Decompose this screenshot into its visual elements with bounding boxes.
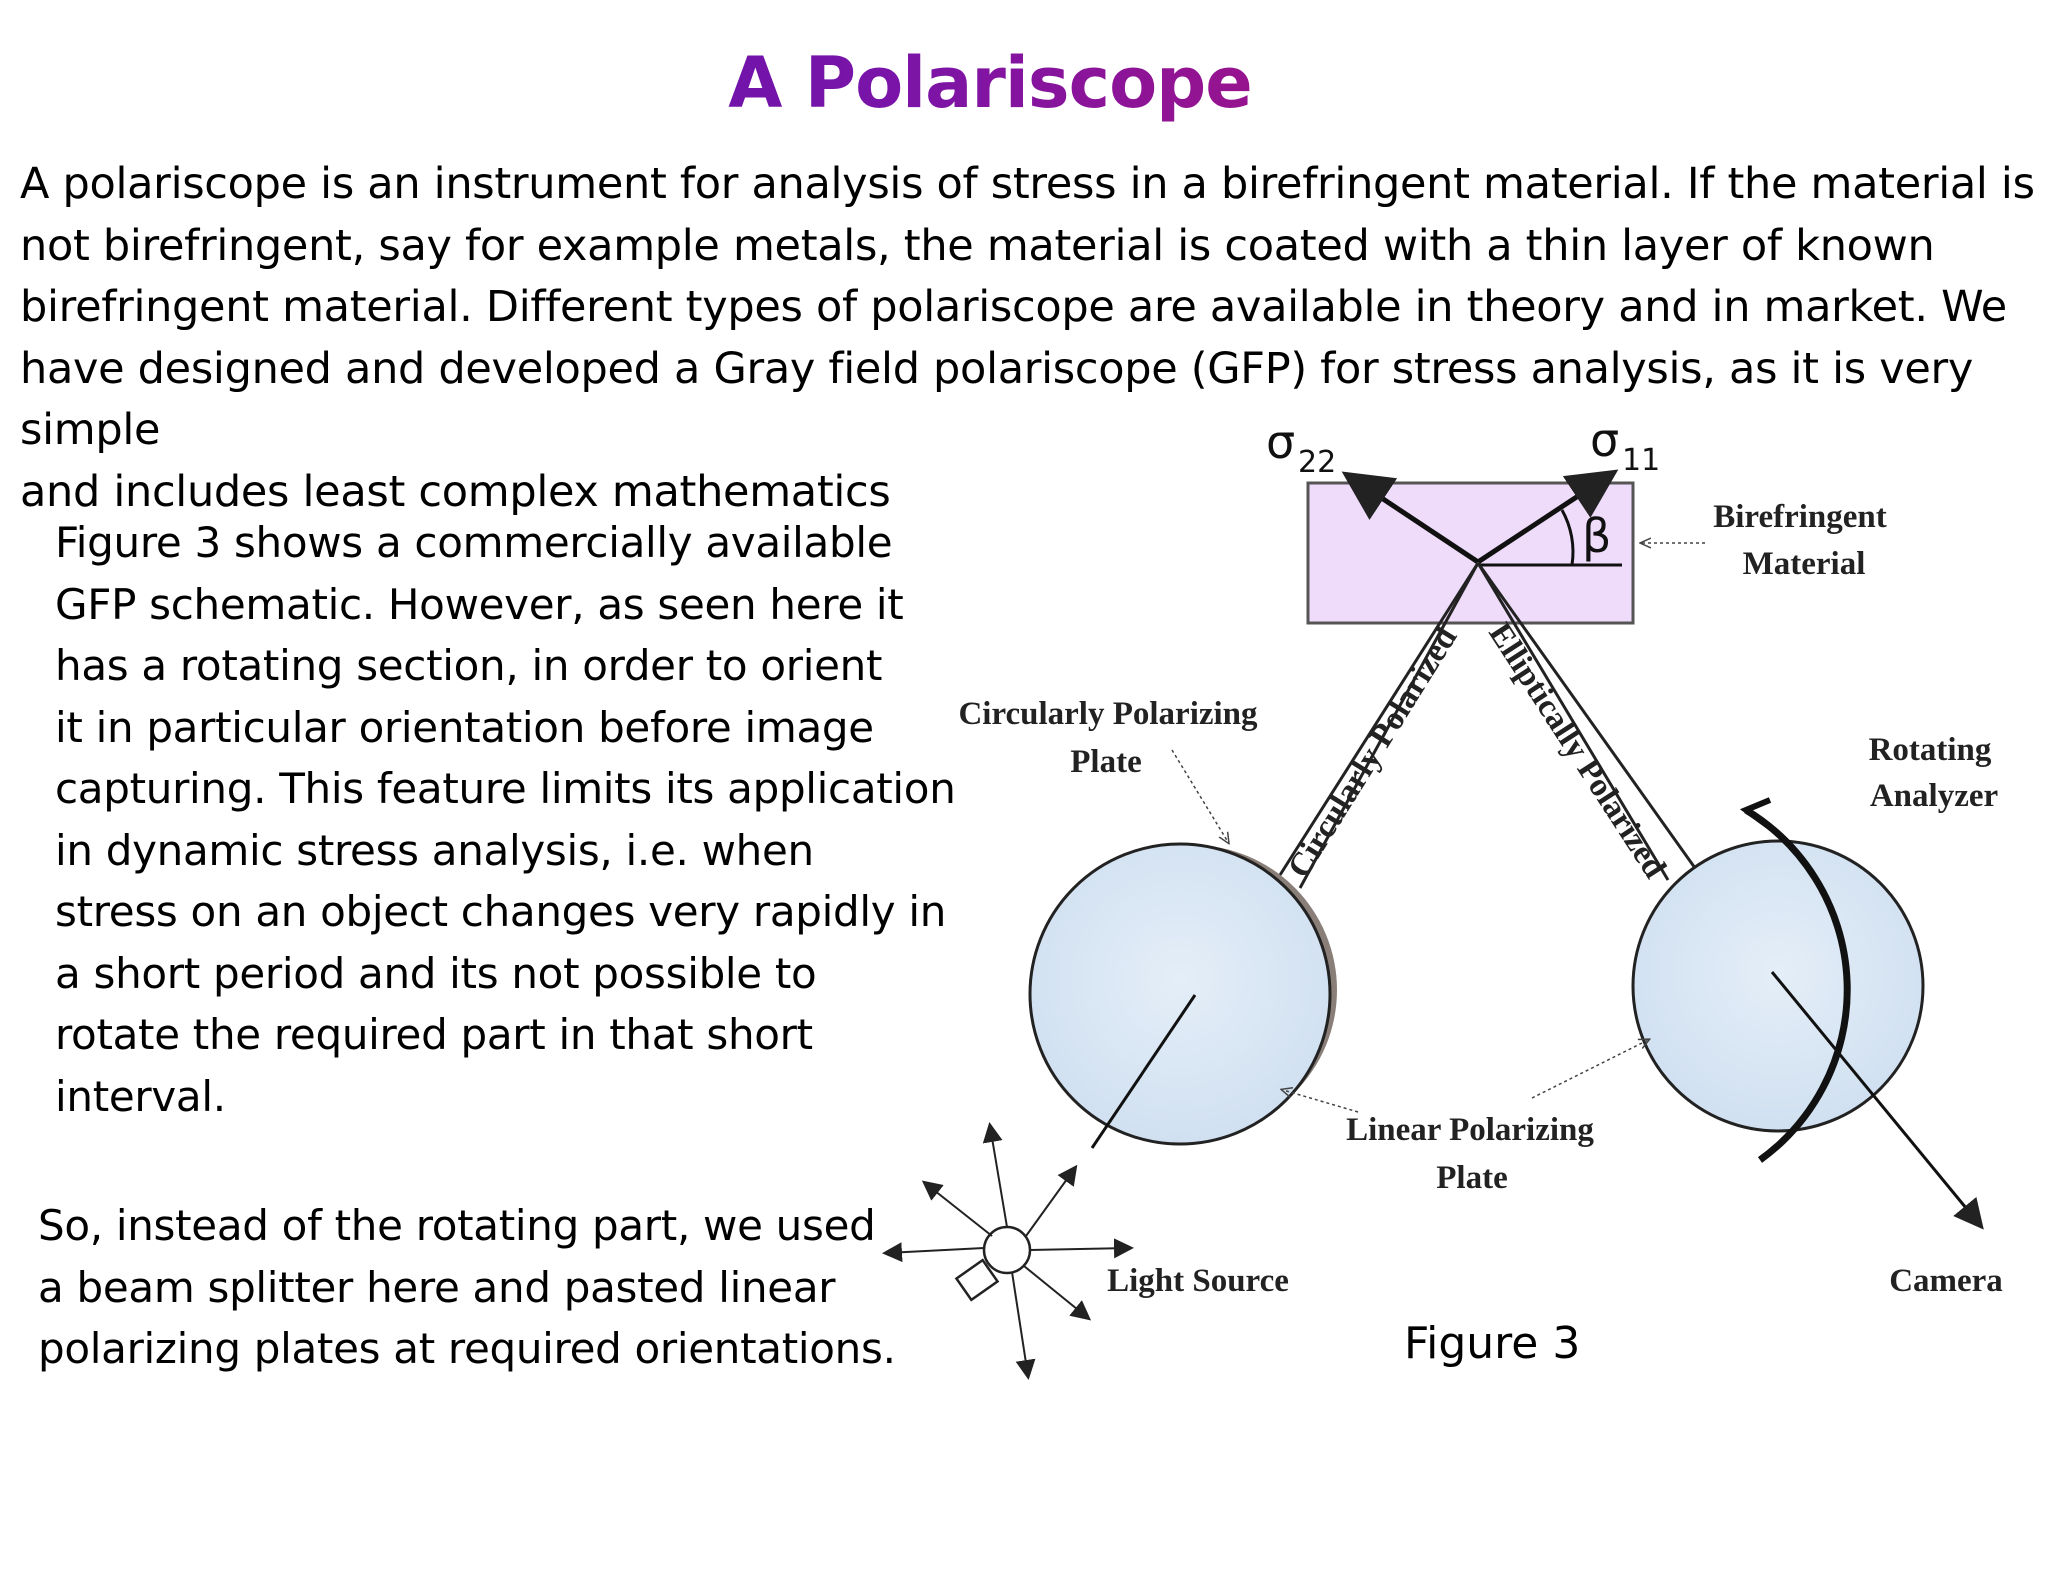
- sigma11-symbol: σ: [1590, 413, 1619, 467]
- sigma22-subscript: 22: [1298, 445, 1336, 480]
- rotating-analyzer-label-line1: Rotating: [1869, 732, 1992, 768]
- sigma11-arrow: [1476, 469, 1619, 565]
- right-plate: [1631, 839, 1925, 1133]
- sigma22-symbol: σ: [1266, 415, 1295, 469]
- circular-beam-outer: [1278, 562, 1480, 876]
- rotating-analyzer-label-line2: Analyzer: [1870, 778, 1998, 814]
- figure-caption: Figure 3: [1404, 1318, 1581, 1369]
- birefringent-label-line2: Material: [1743, 546, 1866, 582]
- camera-label: Camera: [1889, 1263, 2003, 1299]
- sigma22-arrow: [1341, 471, 1480, 565]
- linear-plate-leader-right: [1531, 1040, 1648, 1099]
- circular-plate-leader: [1171, 749, 1228, 842]
- elliptical-beam-outer: [1476, 562, 1697, 869]
- rotation-arc: [1744, 807, 1851, 1163]
- linear-plate-label-line2: Plate: [1436, 1160, 1507, 1196]
- elliptically-polarized-label: Elliptically Polarized: [1481, 617, 1672, 885]
- circularly-polarized-label: Circularly Polarized: [1281, 621, 1464, 884]
- circular-beam-inner: [1298, 562, 1480, 889]
- rotation-arrowhead: [1739, 797, 1772, 829]
- linear-plate-label-line1: Linear Polarizing: [1346, 1112, 1594, 1148]
- left-plate: [1028, 842, 1332, 1146]
- circular-plate-label-line1: Circularly Polarizing: [958, 696, 1258, 732]
- light-source-icon: [882, 1122, 1134, 1380]
- page-title: A Polariscope: [0, 42, 1980, 124]
- figure-description-paragraph: Figure 3 shows a commercially available …: [55, 518, 956, 1121]
- beta-symbol: β: [1582, 509, 1611, 563]
- light-source-label: Light Source: [1107, 1263, 1289, 1299]
- beta-angle-arc: [1560, 509, 1575, 566]
- linear-plate-leader-left: [1283, 1090, 1359, 1113]
- elliptical-beam-inner: [1476, 562, 1670, 881]
- camera-beam: [1770, 971, 1984, 1230]
- birefringent-label-line1: Birefringent: [1713, 499, 1887, 535]
- beam-splitter-paragraph: So, instead of the rotating part, we use…: [38, 1201, 896, 1373]
- left-plate-axis: [1090, 994, 1197, 1149]
- intro-paragraph: A polariscope is an instrument for analy…: [20, 159, 2035, 517]
- sigma11-subscript: 11: [1622, 443, 1660, 478]
- circular-plate-label-line2: Plate: [1070, 744, 1141, 780]
